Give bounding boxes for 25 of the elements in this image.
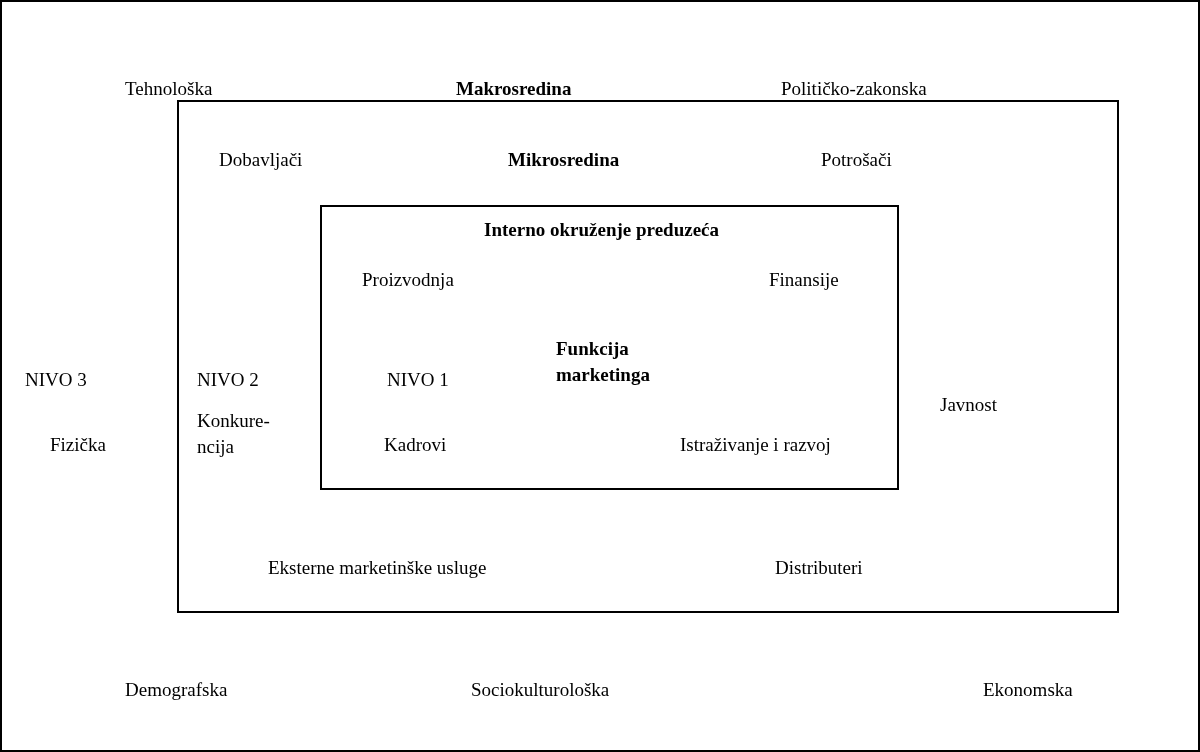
- factor-label: Ekonomska: [983, 678, 1073, 702]
- factor-label: Javnost: [940, 393, 997, 417]
- factor-label: NIVO 3: [25, 368, 87, 392]
- heading: Interno okruženje preduzeća: [484, 218, 719, 242]
- factor-label: Istraživanje i razvoj: [680, 433, 831, 457]
- factor-label: Sociokulturološka: [471, 678, 610, 702]
- factor-label: Tehnološka: [125, 77, 213, 101]
- factor-label: Političko-zakonska: [781, 77, 927, 101]
- factor-label: Dobavljači: [219, 148, 303, 172]
- environment-frame: [177, 100, 1119, 613]
- factor-label: Proizvodnja: [362, 268, 454, 292]
- heading: Mikrosredina: [508, 148, 620, 172]
- factor-label: Fizička: [50, 433, 106, 457]
- factor-label: NIVO 1: [387, 368, 449, 392]
- factor-label: Demografska: [125, 678, 228, 702]
- factor-label: Konkure- ncija: [197, 409, 271, 459]
- factor-label: Eksterne marketinške usluge: [268, 556, 487, 580]
- factor-label: Kadrovi: [384, 433, 447, 457]
- heading: Makrosredina: [456, 77, 572, 101]
- factor-label: Finansije: [769, 268, 839, 292]
- factor-label: NIVO 2: [197, 368, 259, 392]
- heading: Funkcija marketinga: [556, 337, 651, 387]
- factor-label: Potrošači: [821, 148, 892, 172]
- factor-label: Distributeri: [775, 556, 863, 580]
- environment-frame: [320, 205, 899, 490]
